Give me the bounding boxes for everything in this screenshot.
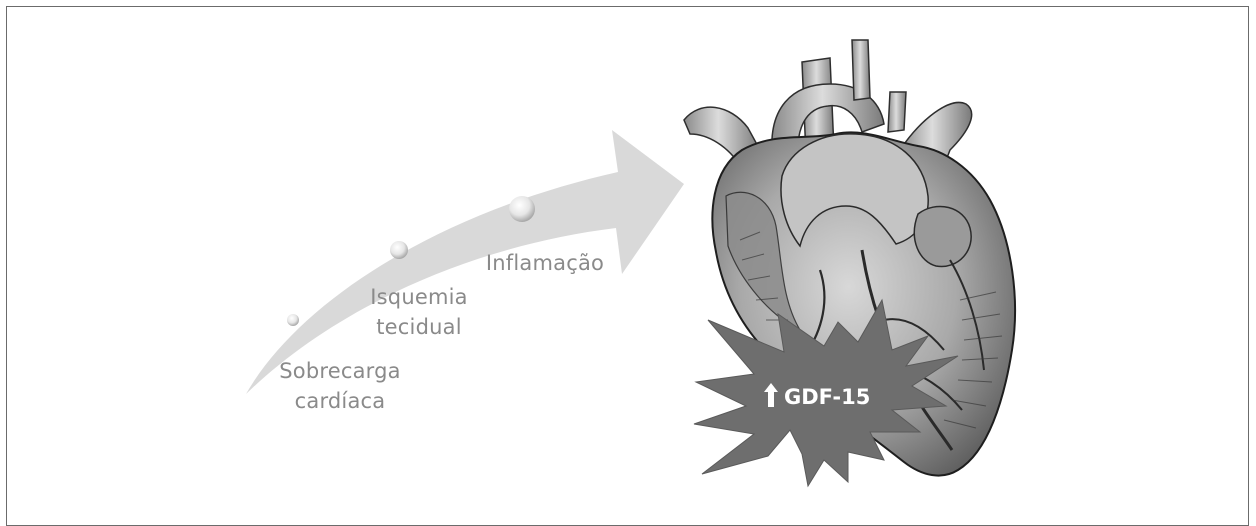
gdf15-text: GDF-15 [784,385,870,409]
step-bead-3 [509,196,535,222]
diagram-canvas [0,0,1256,514]
step-bead-1 [287,314,299,326]
gdf15-label-group: GDF-15 [764,383,870,410]
step-label-inflamacao: Inflamação [470,248,620,278]
up-arrow-icon [764,383,778,407]
step-bead-2 [390,241,408,259]
step-label-sobrecarga-cardiaca: Sobrecarga cardíaca [252,356,428,416]
step-label-isquemia-tecidual: Isquemia tecidual [356,282,482,342]
